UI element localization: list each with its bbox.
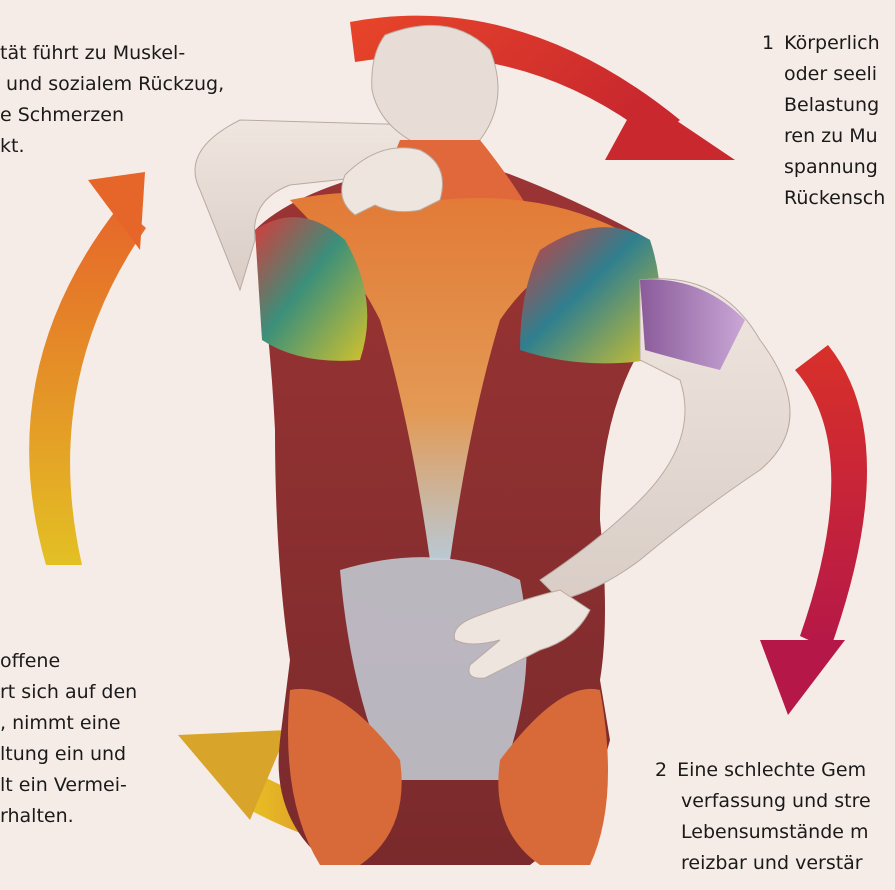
- text-line: kt.: [0, 135, 25, 157]
- step-number: 2: [655, 759, 667, 781]
- text-line: offene: [0, 650, 60, 672]
- text-block-bottom-left: offene rt sich auf den , nimmt eine ltun…: [0, 646, 137, 832]
- text-block-top-left: tät führt zu Muskel- und sozialem Rückzu…: [0, 38, 224, 162]
- text-line: und sozialem Rückzug,: [0, 73, 224, 95]
- text-line: Rückensch: [784, 187, 885, 209]
- text-line: lt ein Vermei-: [0, 774, 127, 796]
- text-line: rt sich auf den: [0, 681, 137, 703]
- text-line: ren zu Mu: [784, 125, 878, 147]
- text-line: verfassung und stre: [681, 790, 871, 812]
- text-line: Eine schlechte Gem: [677, 759, 866, 781]
- text-line: Körperlich: [784, 32, 880, 54]
- step-number: 1: [762, 32, 774, 54]
- text-line: reizbar und verstär: [681, 852, 863, 874]
- text-block-top-right: 1 Körperlich oder seeli Belastung ren zu …: [762, 28, 885, 214]
- text-line: oder seeli: [784, 63, 877, 85]
- text-line: , nimmt eine: [0, 712, 121, 734]
- text-line: Lebensumstände m: [681, 821, 869, 843]
- text-line: ltung ein und: [0, 743, 126, 765]
- text-line: rhalten.: [0, 805, 74, 827]
- text-line: e Schmerzen: [0, 104, 124, 126]
- text-line: spannung: [784, 156, 878, 178]
- text-line: Belastung: [784, 94, 879, 116]
- text-line: tät führt zu Muskel-: [0, 42, 185, 64]
- arrow-left: [29, 172, 146, 565]
